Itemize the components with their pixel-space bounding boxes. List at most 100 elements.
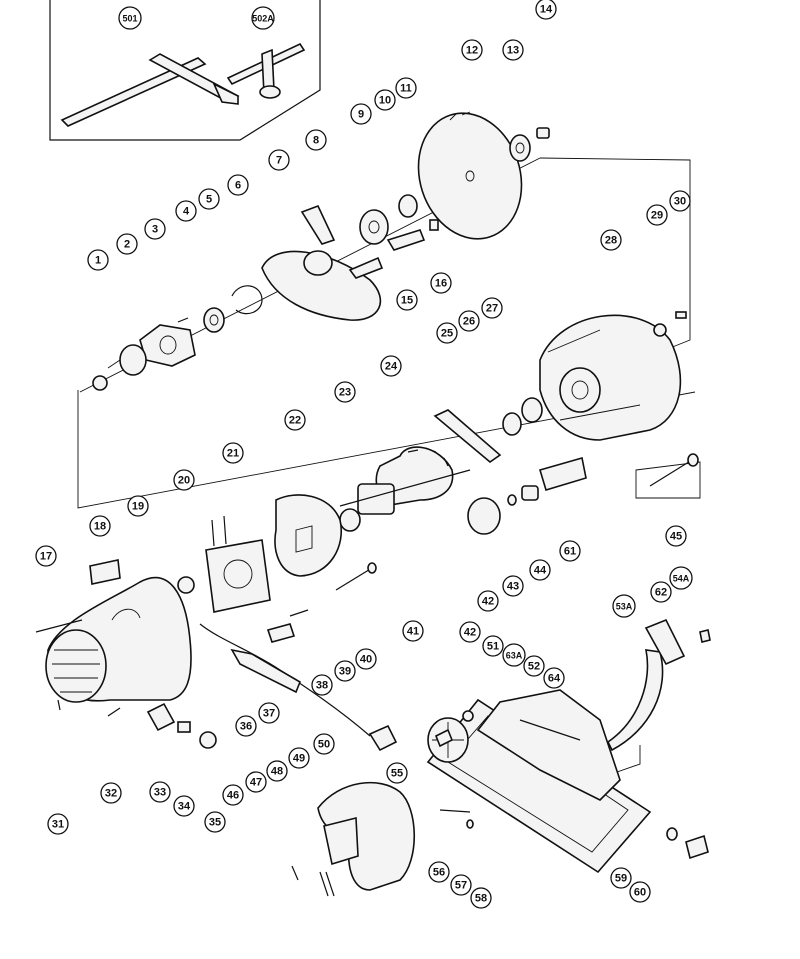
callout-number: 30	[674, 196, 686, 208]
part-callout-25: 25	[436, 322, 458, 344]
part-callout-48: 48	[266, 760, 288, 782]
callout-number: 50	[318, 739, 330, 751]
part-callout-33: 33	[149, 781, 171, 803]
callout-circle	[386, 762, 408, 784]
part-callout-27: 27	[481, 297, 503, 319]
callout-number: 1	[95, 255, 101, 267]
part-callout-59: 59	[610, 867, 632, 889]
callout-number: 16	[435, 278, 447, 290]
part-callout-4: 4	[175, 200, 197, 222]
callout-number: 46	[227, 790, 239, 802]
callout-number: 17	[40, 551, 52, 563]
callout-number: 42	[482, 596, 494, 608]
callout-circle	[436, 322, 458, 344]
part-callout-17: 17	[35, 545, 57, 567]
part-callout-53A: 53A	[612, 594, 636, 618]
callout-circle	[612, 594, 636, 618]
lower-guard	[606, 618, 711, 752]
callout-number: 56	[433, 867, 445, 879]
callout-number: 33	[154, 787, 166, 799]
callout-number: 52	[528, 661, 540, 673]
callout-number: 41	[407, 626, 419, 638]
callout-number: 57	[455, 880, 467, 892]
part-callout-20: 20	[173, 469, 195, 491]
callout-number: 39	[339, 666, 351, 678]
part-callout-9: 9	[350, 103, 372, 125]
part-callout-39: 39	[334, 660, 356, 682]
part-callout-37: 37	[258, 702, 280, 724]
callout-circle	[47, 813, 69, 835]
callout-circle	[450, 874, 472, 896]
part-callout-1: 1	[87, 249, 109, 271]
part-callout-22: 22	[284, 409, 306, 431]
part-callout-45: 45	[665, 525, 687, 547]
part-callout-46: 46	[222, 784, 244, 806]
part-callout-63A: 63A	[502, 643, 526, 667]
part-callout-3: 3	[144, 218, 166, 240]
callout-circle	[144, 218, 166, 240]
part-callout-501: 501	[118, 6, 142, 30]
callout-circle	[502, 39, 524, 61]
callout-number: 13	[507, 45, 519, 57]
callout-number: 45	[670, 531, 682, 543]
callout-number: 47	[250, 777, 262, 789]
callout-circle	[458, 310, 480, 332]
callout-circle	[535, 0, 557, 20]
callout-circle	[334, 381, 356, 403]
callout-number: 502A	[252, 14, 274, 24]
callout-circle	[127, 495, 149, 517]
part-callout-57: 57	[450, 874, 472, 896]
callout-number: 20	[178, 475, 190, 487]
gear-case	[539, 311, 687, 441]
callout-circle	[559, 540, 581, 562]
power-cord	[199, 623, 398, 752]
callout-number: 48	[271, 766, 283, 778]
callout-circle	[481, 297, 503, 319]
callout-circle	[502, 643, 526, 667]
callout-circle	[396, 289, 418, 311]
callout-circle	[650, 581, 672, 603]
callout-number: 49	[293, 753, 305, 765]
callout-number: 43	[507, 581, 519, 593]
callout-circle	[669, 190, 691, 212]
callout-number: 2	[124, 239, 130, 251]
callout-circle	[600, 229, 622, 251]
part-callout-35: 35	[204, 811, 226, 833]
part-callout-28: 28	[600, 229, 622, 251]
brush-caps	[57, 699, 217, 749]
callout-circle	[350, 103, 372, 125]
callout-circle	[116, 233, 138, 255]
callout-circle	[100, 782, 122, 804]
callout-number: 15	[401, 295, 413, 307]
part-callout-7: 7	[268, 149, 290, 171]
callout-number: 19	[132, 501, 144, 513]
part-callout-10: 10	[374, 89, 396, 111]
callout-circle	[288, 747, 310, 769]
callout-number: 59	[615, 873, 627, 885]
callout-circle	[89, 515, 111, 537]
callout-number: 55	[391, 768, 403, 780]
callout-number: 31	[52, 819, 64, 831]
callout-number: 4	[183, 206, 190, 218]
part-callout-13: 13	[502, 39, 524, 61]
part-callout-21: 21	[222, 442, 244, 464]
part-callout-56: 56	[428, 861, 450, 883]
callout-circle	[459, 621, 481, 643]
callout-number: 63A	[506, 651, 523, 661]
callout-circle	[523, 655, 545, 677]
callout-circle	[149, 781, 171, 803]
brush-holder-parts	[467, 456, 587, 535]
callout-number: 27	[486, 303, 498, 315]
part-callout-60: 60	[629, 881, 651, 903]
callout-circle	[543, 667, 565, 689]
callout-circle	[502, 575, 524, 597]
callout-number: 54A	[673, 574, 690, 584]
part-callout-36: 36	[235, 715, 257, 737]
part-callout-31: 31	[47, 813, 69, 835]
callout-circle	[258, 702, 280, 724]
part-callout-32: 32	[100, 782, 122, 804]
callout-circle	[251, 6, 275, 30]
callout-circle	[284, 409, 306, 431]
part-callout-30: 30	[669, 190, 691, 212]
part-callout-43: 43	[502, 575, 524, 597]
